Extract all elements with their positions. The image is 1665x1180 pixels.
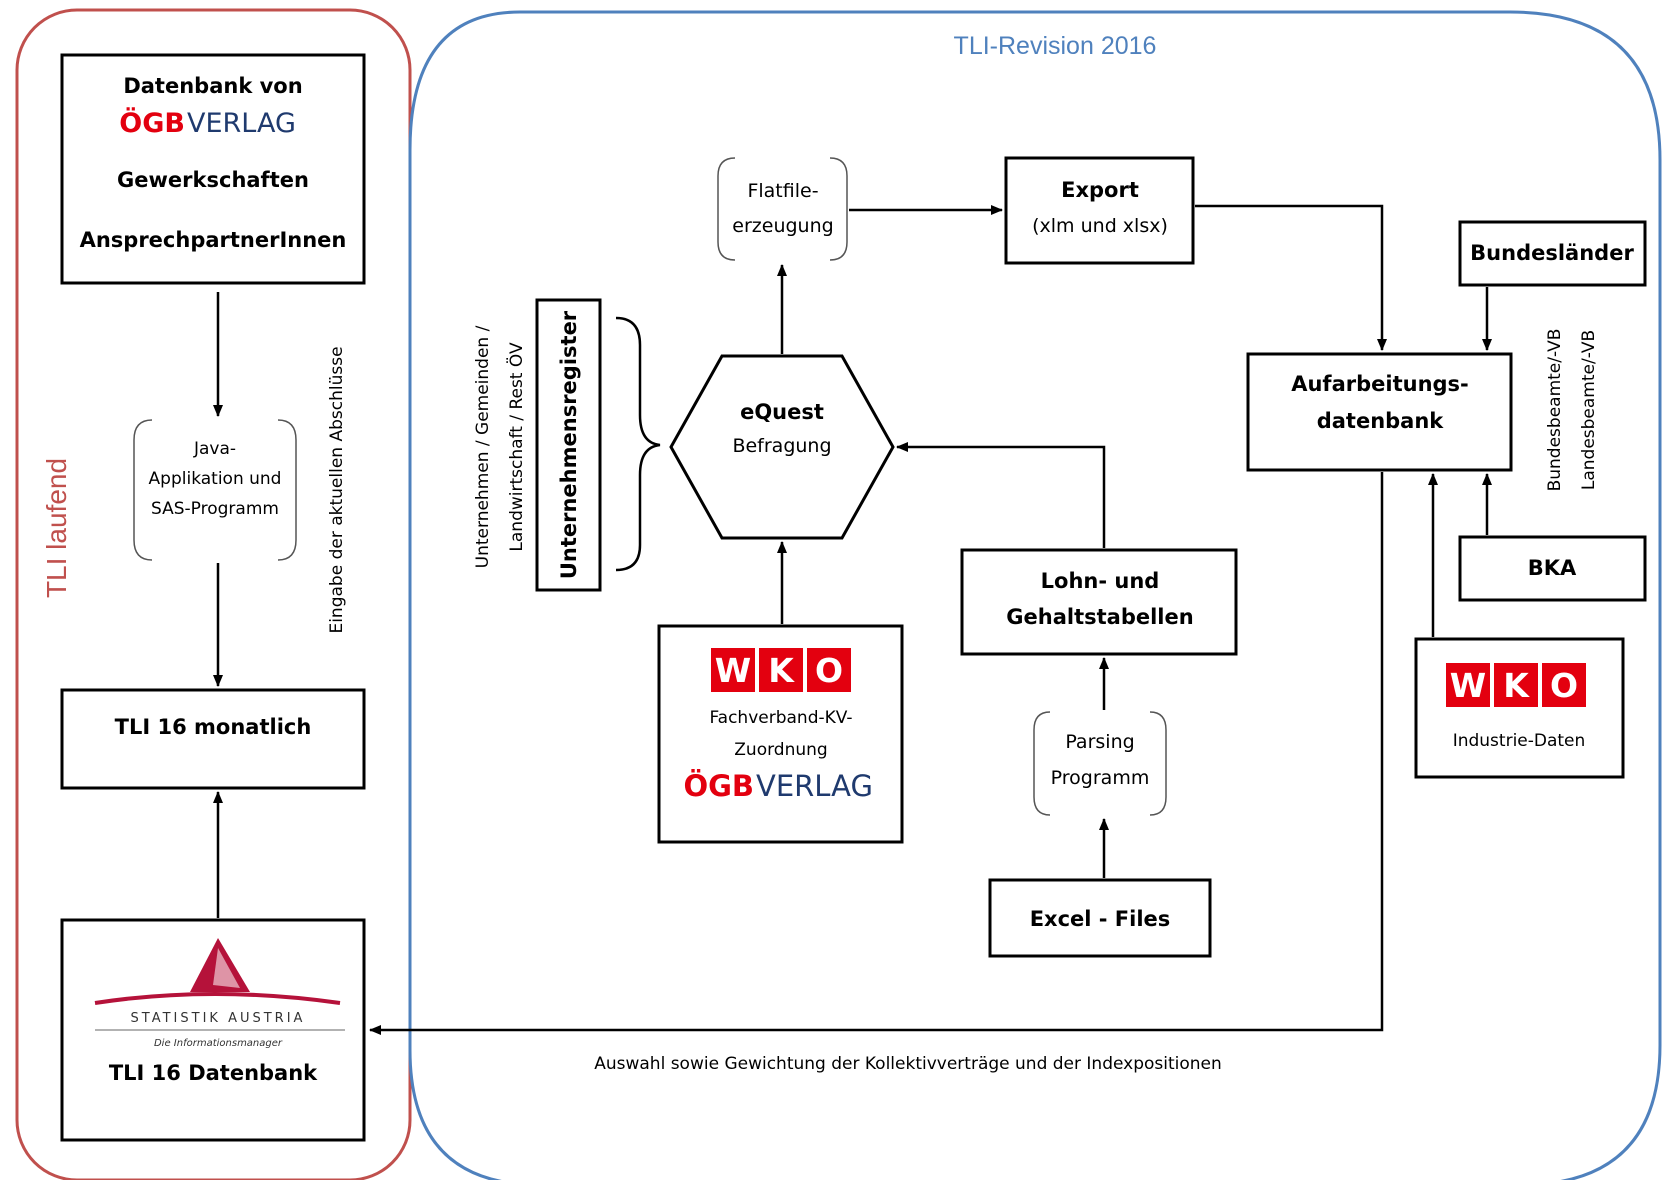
ogb-logo2-part1: ÖGB xyxy=(683,769,754,803)
equest-hexagon xyxy=(669,354,895,540)
register-sources-line1: Unternehmen / Gemeinden / xyxy=(473,325,493,568)
eingabe-abschluesse-label: Eingabe der aktuellen Abschlüsse xyxy=(327,346,347,633)
parsing-box: Parsing Programm xyxy=(1033,711,1167,816)
source-gewerkschaften: Gewerkschaften xyxy=(117,168,309,192)
bundeslaender-box xyxy=(1458,220,1647,287)
flatfile-line2: erzeugung xyxy=(732,215,833,237)
tli-revision-frame xyxy=(408,10,1662,1180)
arrow-export-to-aufarbeitung xyxy=(1195,204,1387,351)
flatfile-box: Flatfile- erzeugung xyxy=(717,157,848,261)
fachverband-line2: Zuordnung xyxy=(734,740,827,760)
industrie-letter-k: K xyxy=(1503,666,1530,705)
unternehmensregister-box xyxy=(535,298,602,592)
source-database-title: Datenbank von xyxy=(123,74,302,98)
wko-letter-o: O xyxy=(815,651,843,690)
industrie-daten-label: Industrie-Daten xyxy=(1453,731,1586,751)
bka-label: BKA xyxy=(1528,556,1577,580)
arrow-aufarbeitung-to-tli-database xyxy=(369,472,1384,1035)
statistik-logo-text: STATISTIK AUSTRIA xyxy=(131,1011,306,1026)
equest-title: eQuest xyxy=(740,400,824,424)
java-line2: Applikation und xyxy=(149,469,282,489)
equest-subtitle: Befragung xyxy=(732,435,831,457)
lohn-line2: Gehaltstabellen xyxy=(1006,605,1193,629)
export-title: Export xyxy=(1061,178,1139,202)
bundeslaender-label: Bundesländer xyxy=(1470,241,1634,265)
tli-monthly-label: TLI 16 monatlich xyxy=(115,715,312,739)
tli-monthly-box xyxy=(60,688,366,790)
java-line1: Java- xyxy=(193,439,236,459)
parsing-line1: Parsing xyxy=(1065,731,1134,753)
lohn-gehalt-box xyxy=(960,548,1238,656)
java-line3: SAS-Programm xyxy=(151,499,279,519)
wko-letter-k: K xyxy=(768,651,795,690)
java-application-box: Java- Applikation und SAS-Programm xyxy=(133,419,297,561)
unternehmensregister-label: Unternehmensregister xyxy=(557,310,581,579)
register-sources-line2: Landwirtschaft / Rest ÖV xyxy=(505,342,527,552)
industrie-letter-w: W xyxy=(1450,666,1486,705)
ogb-logo-part1: ÖGB xyxy=(119,106,185,139)
export-box xyxy=(1004,156,1195,265)
parsing-line2: Programm xyxy=(1051,767,1150,789)
aufarbeitung-line1: Aufarbeitungs- xyxy=(1291,372,1469,396)
bka-box xyxy=(1458,535,1647,602)
flatfile-line1: Flatfile- xyxy=(747,180,818,202)
industrie-letter-o: O xyxy=(1550,666,1578,705)
arrow-lohn-to-equest xyxy=(896,442,1106,548)
auswahl-gewichtung-label: Auswahl sowie Gewichtung der Kollektivve… xyxy=(594,1054,1222,1074)
wko-logo-industrie: W K O xyxy=(1446,663,1586,707)
ogb-logo2-part2: VERLAG xyxy=(756,769,873,803)
register-brace xyxy=(615,316,661,572)
tli-database-label: TLI 16 Datenbank xyxy=(109,1061,318,1085)
wko-letter-w: W xyxy=(715,651,751,690)
landesbeamte-label: Landesbeamte/-VB xyxy=(1579,330,1599,490)
tli-revision-title: TLI-Revision 2016 xyxy=(954,32,1157,60)
source-ansprechpartner: AnsprechpartnerInnen xyxy=(80,228,347,252)
ogb-verlag-logo-2: ÖGB VERLAG xyxy=(683,769,873,803)
source-database-box xyxy=(60,53,366,285)
ogb-verlag-logo: ÖGB VERLAG xyxy=(119,106,296,139)
aufarbeitung-box xyxy=(1246,352,1513,472)
excel-files-box xyxy=(988,878,1212,958)
wko-logo: W K O xyxy=(711,648,851,692)
statistik-austria-logo: STATISTIK AUSTRIA Die Informationsmanage… xyxy=(94,938,345,1049)
bundesbeamte-label: Bundesbeamte/-VB xyxy=(1545,329,1565,492)
fachverband-line1: Fachverband-KV- xyxy=(709,708,852,728)
export-formats: (xlm und xlsx) xyxy=(1032,215,1168,237)
aufarbeitung-line2: datenbank xyxy=(1317,409,1445,433)
ogb-logo-part2: VERLAG xyxy=(187,108,296,139)
tli-laufend-title: TLI laufend xyxy=(41,458,72,598)
statistik-tagline: Die Informationsmanager xyxy=(154,1038,283,1049)
excel-files-label: Excel - Files xyxy=(1030,907,1171,931)
lohn-line1: Lohn- und xyxy=(1041,569,1160,593)
industrie-daten-box xyxy=(1414,637,1625,779)
